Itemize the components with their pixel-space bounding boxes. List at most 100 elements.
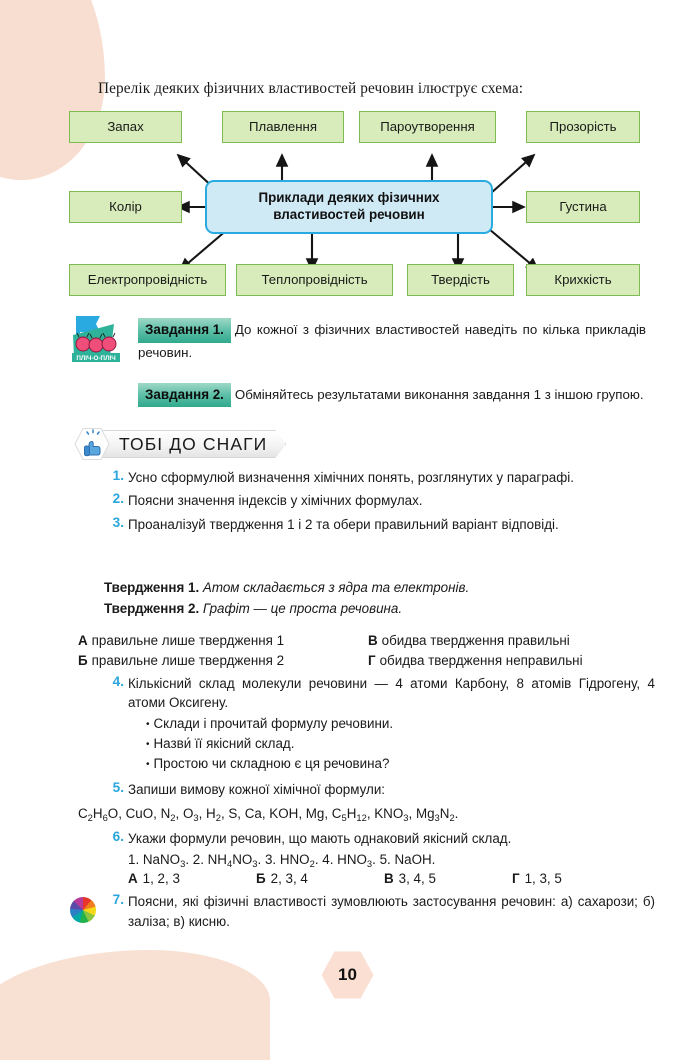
- task-2-label: Завдання 2.: [138, 382, 231, 408]
- task-1-label: Завдання 1.: [138, 318, 231, 343]
- scheme-node-density: Густина: [526, 191, 640, 223]
- statements-block: Твердження 1. Атом складається з ядра та…: [104, 578, 664, 620]
- scheme-arrows: [176, 153, 540, 272]
- question-number-2: 2.: [112, 491, 124, 507]
- statement-1-text: Атом складається з ядра та електронів.: [202, 580, 470, 595]
- question-4-bullet-2: •Назви́ її якісний склад.: [146, 734, 655, 754]
- question-text-2: Поясни значення індексів у хімічних форм…: [128, 493, 423, 509]
- question-text-5: Запиши вимову кожної хімічної формули:: [128, 782, 386, 798]
- scheme-center-line-2: властивостей речовин: [273, 207, 425, 222]
- answer-key-b: Б: [78, 653, 88, 669]
- question-4-bullet-1-text: Склади і прочитай формулу речовини.: [153, 715, 394, 731]
- question-text-4: Кількісний склад молекули речовини — 4 а…: [128, 676, 655, 711]
- bullet-dot-icon: •: [146, 738, 150, 750]
- question-item-3: 3. Проаналізуй твердження 1 і 2 та обери…: [0, 515, 695, 534]
- question-5-formulas: C2H6O, CuO, N2, O3, H2, S, Ca, KOH, Mg, …: [78, 805, 459, 823]
- scheme-node-smell: Запах: [69, 111, 182, 143]
- question-item-5: 5. Запиши вимову кожної хімічної формули…: [0, 780, 695, 799]
- question-item-7: 7. Поясни, які фізичні властивості зумов…: [0, 892, 695, 931]
- option-text-v: 3, 4, 5: [398, 871, 436, 887]
- questions-list: 1. Усно сформулюй визначення хімічних по…: [0, 468, 695, 538]
- question-item-2: 2. Поясни значення індексів у хімічних ф…: [0, 491, 695, 510]
- scheme-node-vaporization: Пароутворення: [359, 111, 496, 143]
- question-text-3: Проаналізуй твердження 1 і 2 та обери пр…: [128, 516, 559, 532]
- question-item-4: 4. Кількісний склад молекули речовини — …: [0, 674, 695, 774]
- scheme-center-node: Приклади деяких фізичних властивостей ре…: [205, 180, 493, 234]
- pair-work-flag-icon: ПЛІЧ-О-ПЛІЧ: [72, 316, 120, 362]
- question-4-bullet-1: •Склади і прочитай формулу речовини.: [146, 714, 655, 734]
- physical-properties-scheme: Запах Плавлення Пароутворення Прозорість…: [0, 105, 695, 300]
- question-text-7: Поясни, які фізичні властивості зумовлюю…: [128, 894, 655, 929]
- question-number-4: 4.: [112, 674, 124, 689]
- question-number-6: 6.: [112, 828, 124, 844]
- statement-1: Твердження 1. Атом складається з ядра та…: [104, 578, 664, 599]
- question-4-bullets: •Склади і прочитай формулу речовини. •На…: [146, 714, 655, 774]
- question-item-6: 6. Укажи формули речовин, що мають однак…: [0, 829, 695, 887]
- answer-text-v: обидва твердження правильні: [381, 633, 570, 648]
- pointing-hand-icon: [74, 428, 110, 460]
- question-4-bullet-2-text: Назви́ її якісний склад.: [153, 735, 295, 751]
- decorative-blob-bottom-left: [0, 950, 270, 1060]
- scheme-node-thermal-conductivity: Теплопровідність: [236, 264, 393, 296]
- pair-work-tasks: ПЛІЧ-О-ПЛІЧ Завдання 1.До кожної з фізич…: [0, 305, 695, 420]
- option-text-g: 1, 3, 5: [524, 871, 562, 887]
- option-key-g: Г: [512, 871, 520, 887]
- scheme-node-brittleness: Крихкість: [526, 264, 640, 296]
- intro-paragraph: Перелік деяких фізичних властивостей реч…: [98, 80, 524, 97]
- task-1-paragraph: Завдання 1.До кожної з фізичних властиво…: [138, 318, 646, 362]
- answer-key-a: А: [78, 633, 88, 648]
- option-key-v: В: [384, 871, 394, 887]
- scheme-center-line-1: Приклади деяких фізичних: [258, 190, 440, 206]
- question-item-1: 1. Усно сформулюй визначення хімічних по…: [0, 468, 695, 487]
- svg-text:ПЛІЧ-О-ПЛІЧ: ПЛІЧ-О-ПЛІЧ: [76, 355, 115, 362]
- question-text-6: Укажи формули речовин, що мають однакови…: [128, 830, 512, 846]
- answer-text-a: правильне лише твердження 1: [91, 633, 285, 648]
- answer-text-g: обидва твердження неправильні: [379, 653, 583, 669]
- scheme-node-hardness: Твердість: [407, 264, 514, 296]
- option-key-a: А: [128, 871, 138, 887]
- task-2-text: Обміняйтесь результатами виконання завда…: [234, 386, 644, 402]
- scheme-node-color: Колір: [69, 191, 182, 223]
- question-number-7: 7.: [112, 892, 124, 908]
- bullet-dot-icon: •: [146, 759, 150, 771]
- statement-1-label: Твердження 1.: [104, 580, 200, 595]
- section-badge-plate: ТОБІ ДО СНАГИ: [94, 430, 286, 458]
- option-key-b: Б: [256, 871, 266, 887]
- question-4-bullet-3-text: Простою чи складною є ця речовина?: [153, 756, 390, 772]
- answer-key-v: В: [368, 633, 378, 648]
- task-1-text: До кожної з фізичних властивостей наведі…: [138, 322, 646, 360]
- question-text-1: Усно сформулюй визначення хімічних понят…: [128, 470, 574, 485]
- questions-list-continued: 4. Кількісний склад молекули речовини — …: [0, 674, 695, 935]
- statement-2: Твердження 2. Графіт — це проста речовин…: [104, 599, 664, 620]
- task-1-row: Завдання 1.До кожної з фізичних властиво…: [138, 318, 646, 408]
- answer-key-g: Г: [368, 653, 376, 669]
- statement-2-text: Графіт — це проста речовина.: [202, 600, 403, 616]
- option-text-b: 2, 3, 4: [270, 871, 308, 887]
- page-number: 10: [321, 951, 374, 999]
- statement-2-label: Твердження 2.: [104, 600, 200, 616]
- scheme-node-transparency: Прозорість: [526, 111, 640, 143]
- scheme-node-melting: Плавлення: [222, 111, 344, 143]
- option-text-a: 1, 2, 3: [142, 871, 180, 887]
- question-6-formulas: 1. NaNO3. 2. NH4NO3. 3. HNO2. 4. HNO3. 5…: [128, 852, 436, 870]
- question-number-1: 1.: [112, 468, 124, 483]
- color-wheel-icon: [70, 897, 96, 923]
- question-number-5: 5.: [112, 780, 124, 796]
- section-badge-title: ТОБІ ДО СНАГИ: [119, 433, 268, 454]
- task-2-paragraph: Завдання 2.Обміняйтесь результатами вико…: [138, 382, 646, 408]
- question-4-bullet-3: •Простою чи складною є ця речовина?: [146, 754, 655, 774]
- question-number-3: 3.: [112, 514, 124, 530]
- bullet-dot-icon: •: [146, 718, 150, 730]
- scheme-node-electrical-conductivity: Електропровідність: [69, 264, 226, 296]
